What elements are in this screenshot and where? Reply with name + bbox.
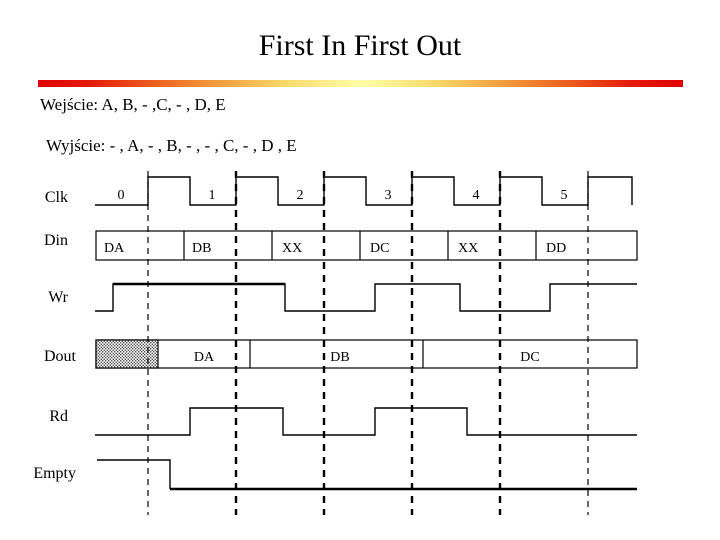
empty-waveform-high-segment: [97, 459, 171, 489]
row-label-clk: Clk: [45, 189, 68, 206]
row-label-wr: Wr: [48, 289, 68, 306]
page-title: First In First Out: [258, 29, 462, 62]
dout-value-1: DB: [330, 350, 349, 365]
clk-cycle-label-3: 3: [385, 188, 392, 203]
dout-bus-outline: [95, 339, 638, 369]
title-divider: [38, 74, 683, 87]
title-divider-graphic: [38, 80, 683, 87]
row-label-din: Din: [44, 232, 68, 249]
dout-value-2: DC: [520, 350, 539, 365]
din-value-4: XX: [458, 241, 478, 256]
clk-cycle-label-2: 2: [297, 188, 304, 203]
dout-value-0: DA: [194, 350, 215, 365]
row-label-rd: Rd: [49, 408, 68, 425]
clk-cycle-label-5: 5: [561, 188, 568, 203]
row-label-dout: Dout: [44, 348, 77, 365]
rd-waveform: [95, 407, 637, 436]
output-sequence-text: Wyjście: - , A, - , B, - , - , C, - , D …: [46, 136, 297, 155]
clk-waveform: [95, 176, 633, 206]
din-value-0: DA: [104, 241, 125, 256]
dout-unknown-hatch: [95, 339, 159, 369]
din-bus-outline: [95, 230, 638, 261]
input-sequence-text: Wejście: A, B, - ,C, - , D, E: [40, 95, 226, 114]
clk-cycle-label-0: 0: [118, 188, 125, 203]
din-value-2: XX: [282, 241, 302, 256]
din-value-3: DC: [370, 241, 389, 256]
clk-cycle-label-1: 1: [209, 188, 216, 203]
din-value-5: DD: [546, 241, 566, 256]
clk-cycle-label-4: 4: [473, 188, 480, 203]
wr-waveform: [95, 283, 637, 312]
din-value-1: DB: [192, 241, 211, 256]
row-label-empty: Empty: [33, 465, 76, 482]
